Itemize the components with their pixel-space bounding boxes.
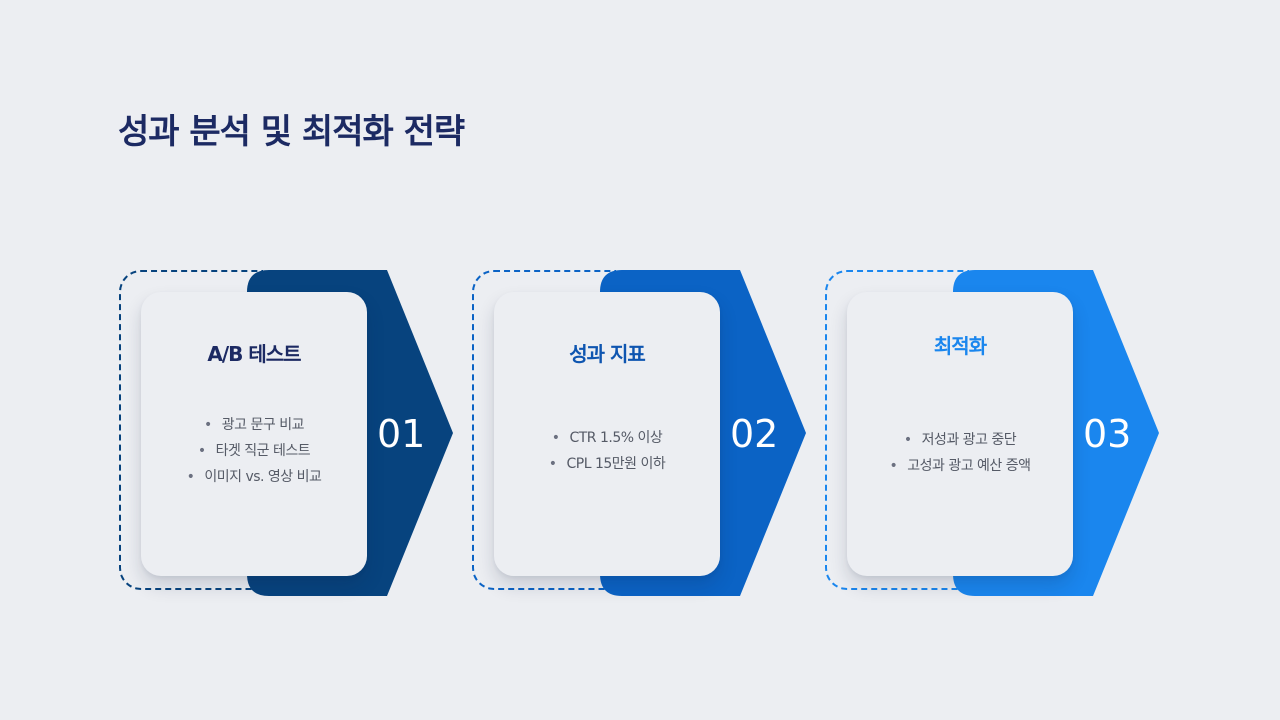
step-card-optimization: 최적화 •저성과 광고 중단 •고성과 광고 예산 증액 03 xyxy=(825,270,1165,598)
step-title: A/B 테스트 xyxy=(207,342,301,366)
bullet-icon: • xyxy=(197,443,206,459)
list-item: •CTR 1.5% 이상 xyxy=(494,425,720,451)
list-item: •CPL 15만원 이하 xyxy=(494,451,720,477)
dashed-frame xyxy=(119,270,263,590)
step-card-ab-test: A/B 테스트 •광고 문구 비교 •타겟 직군 테스트 •이미지 vs. 영상… xyxy=(119,270,459,598)
list-item: •저성과 광고 중단 xyxy=(847,427,1073,453)
step-number: 02 xyxy=(730,412,779,456)
list-item: •광고 문구 비교 xyxy=(141,412,367,438)
step-card: A/B 테스트 •광고 문구 비교 •타겟 직군 테스트 •이미지 vs. 영상… xyxy=(141,292,367,576)
step-number: 01 xyxy=(377,412,426,456)
step-card: 성과 지표 •CTR 1.5% 이상 •CPL 15만원 이하 xyxy=(494,292,720,576)
list-item: •고성과 광고 예산 증액 xyxy=(847,453,1073,479)
step-card-performance-metrics: 성과 지표 •CTR 1.5% 이상 •CPL 15만원 이하 02 xyxy=(472,270,812,598)
step-items: •광고 문구 비교 •타겟 직군 테스트 •이미지 vs. 영상 비교 xyxy=(141,412,367,490)
step-title: 성과 지표 xyxy=(569,342,646,366)
step-items: •저성과 광고 중단 •고성과 광고 예산 증액 xyxy=(847,427,1073,479)
bullet-icon: • xyxy=(186,469,195,485)
step-number: 03 xyxy=(1083,412,1132,456)
bullet-icon: • xyxy=(889,458,898,474)
step-title: 최적화 xyxy=(933,334,987,358)
page-title: 성과 분석 및 최적화 전략 xyxy=(118,112,465,152)
dashed-frame xyxy=(825,270,969,590)
bullet-icon: • xyxy=(903,432,912,448)
bullet-icon: • xyxy=(551,430,560,446)
list-item: •이미지 vs. 영상 비교 xyxy=(141,464,367,490)
list-item: •타겟 직군 테스트 xyxy=(141,438,367,464)
step-items: •CTR 1.5% 이상 •CPL 15만원 이하 xyxy=(494,425,720,477)
bullet-icon: • xyxy=(204,417,212,433)
step-card: 최적화 •저성과 광고 중단 •고성과 광고 예산 증액 xyxy=(847,292,1073,576)
bullet-icon: • xyxy=(548,456,557,472)
dashed-frame xyxy=(472,270,616,590)
